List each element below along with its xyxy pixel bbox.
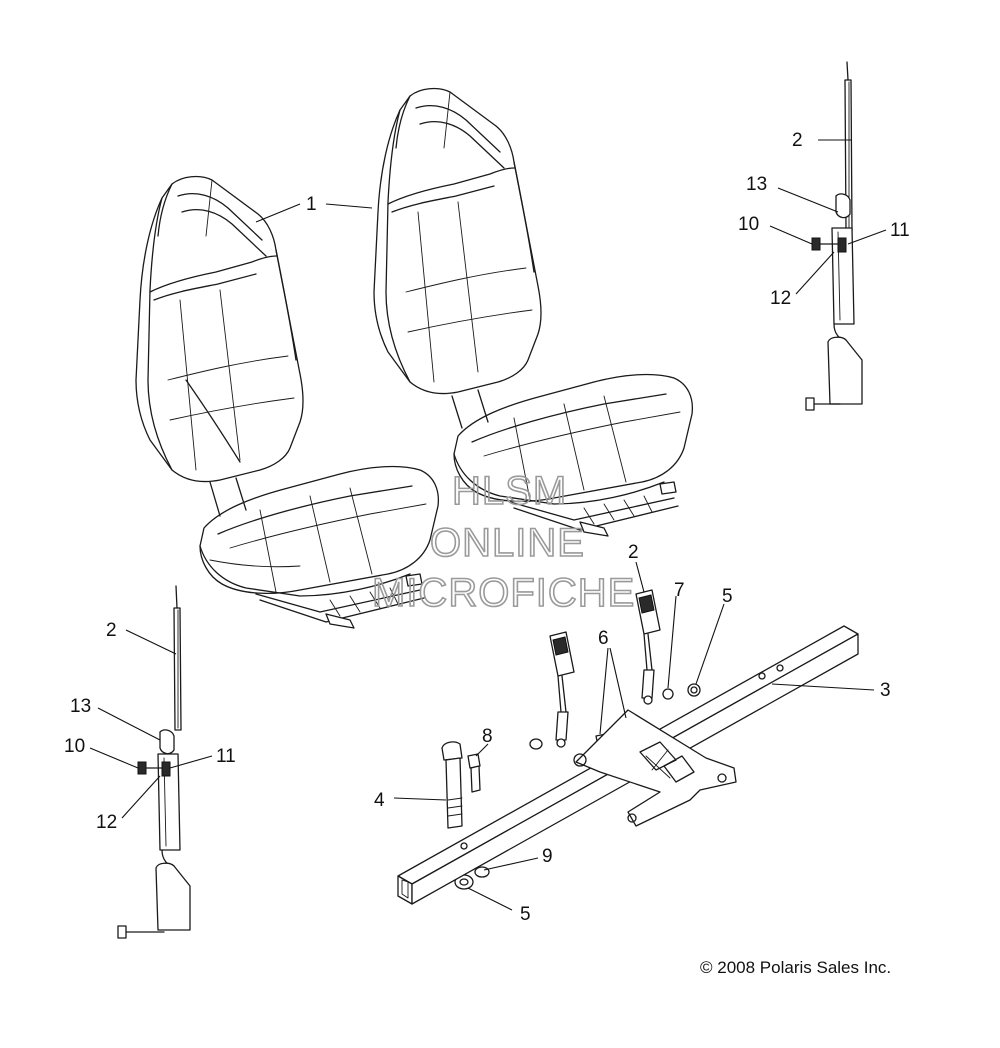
- svg-text:HLSM: HLSM: [452, 469, 567, 513]
- callout-8: 8: [482, 726, 493, 747]
- callout-5-bottom: 5: [520, 904, 531, 925]
- svg-text:ONLINE: ONLINE: [430, 521, 585, 565]
- seat-belt-retractor-right: [805, 61, 863, 411]
- callout-10-right: 10: [738, 214, 759, 235]
- callout-9: 9: [542, 846, 553, 867]
- bolt-8: [467, 753, 481, 793]
- callout-13-right: 13: [746, 174, 767, 195]
- svg-text:MICROFICHE: MICROFICHE: [372, 571, 635, 615]
- watermark: HLSM ONLINE MICROFICHE: [371, 468, 635, 616]
- buckle-right: [635, 589, 661, 705]
- callout-3: 3: [880, 680, 891, 701]
- callout-2-left: 2: [106, 620, 117, 641]
- callout-12-left: 12: [96, 812, 117, 833]
- buckle-left: [549, 631, 575, 748]
- callout-7: 7: [674, 580, 685, 601]
- callout-11-right: 11: [890, 220, 910, 241]
- callout-12-right: 12: [770, 288, 791, 309]
- callout-11-left: 11: [216, 746, 236, 767]
- seat-belt-retractor-left: [117, 585, 191, 939]
- callout-1: 1: [306, 194, 317, 215]
- callout-5-top: 5: [722, 586, 733, 607]
- seat-left: [135, 175, 440, 629]
- callout-2-right: 2: [792, 130, 803, 151]
- seat-bracket: [573, 709, 737, 827]
- callout-13-left: 13: [70, 696, 91, 717]
- callout-4: 4: [374, 790, 385, 811]
- callout-labels: 1 2 13 10 11 12 2 13 10 11 12 2 7 5 6 3 …: [64, 130, 910, 925]
- bolt-4: [441, 741, 463, 829]
- seat-right: [373, 87, 694, 537]
- leader-lines: [89, 139, 887, 911]
- copyright-notice: © 2008 Polaris Sales Inc.: [700, 958, 892, 977]
- callout-6: 6: [598, 628, 609, 649]
- callout-10-left: 10: [64, 736, 85, 757]
- callout-2-buckle: 2: [628, 542, 639, 563]
